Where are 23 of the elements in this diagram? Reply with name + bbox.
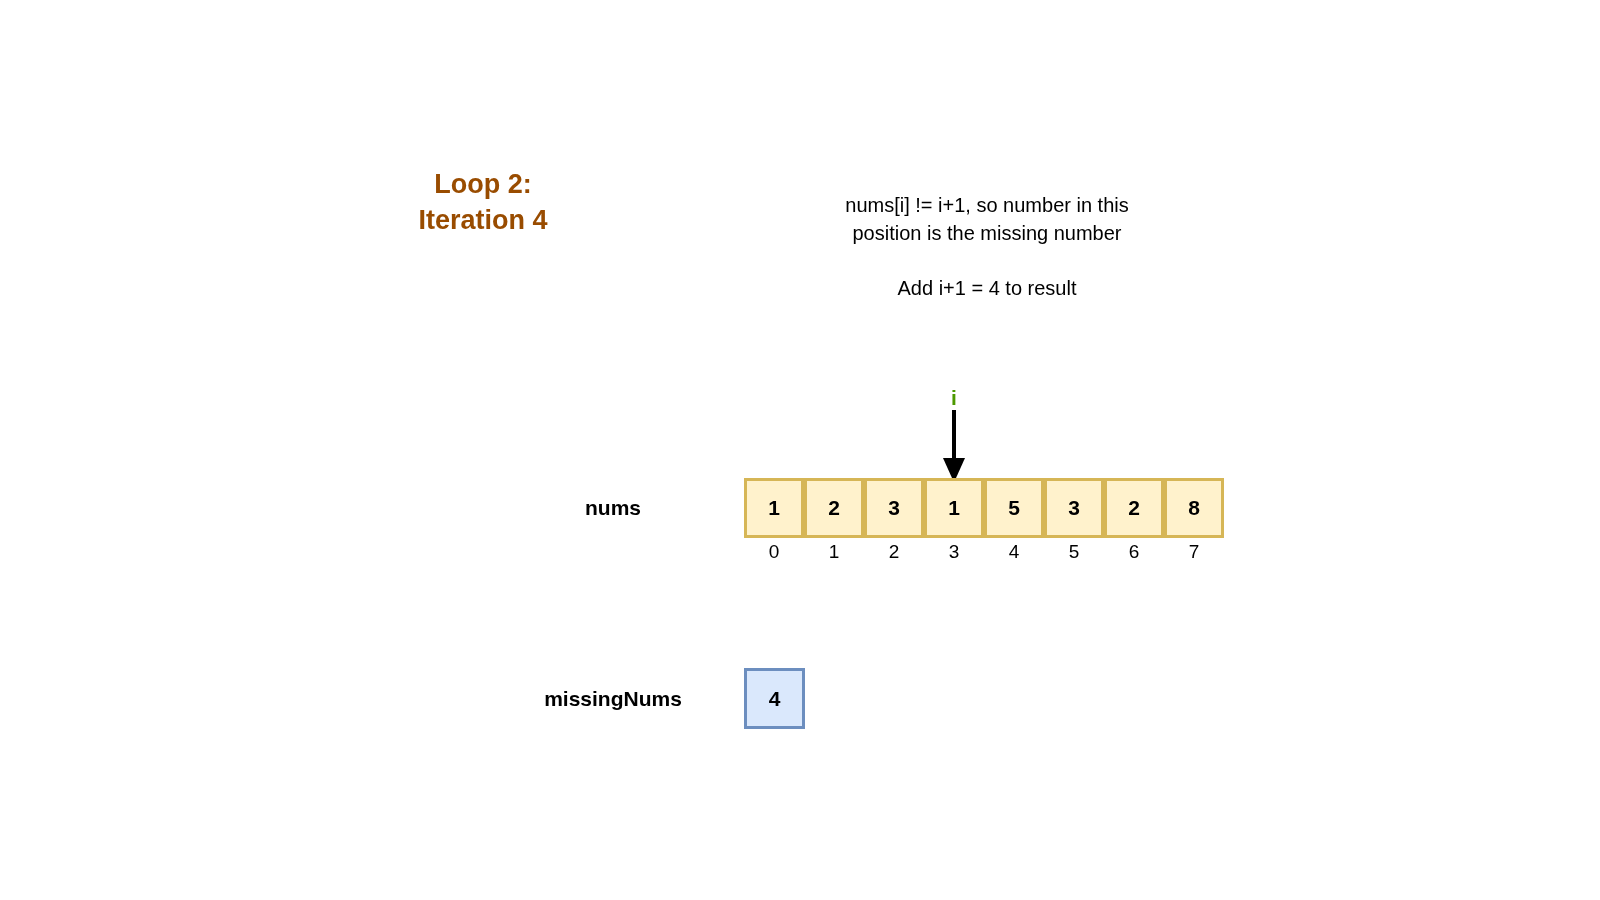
array-cell: 8 (1164, 478, 1224, 538)
array-cell: 2 (804, 478, 864, 538)
index-number: 2 (888, 540, 900, 564)
array-name-label: missingNums (544, 686, 682, 712)
index-number: 3 (948, 540, 960, 564)
index-number: 0 (768, 540, 780, 564)
array-name-label: nums (585, 495, 641, 521)
array-cell: 1 (744, 478, 804, 538)
array-cell: 3 (1044, 478, 1104, 538)
array-cell: 3 (864, 478, 924, 538)
index-number: 1 (828, 540, 840, 564)
note-text: Add i+1 = 4 to result (896, 276, 1078, 301)
index-number: 5 (1068, 540, 1080, 564)
index-number: 4 (1008, 540, 1020, 564)
array-cell: 4 (744, 668, 805, 729)
index-number: 6 (1128, 540, 1140, 564)
title: Loop 2: Iteration 4 (417, 168, 549, 237)
array-cell: 1 (924, 478, 984, 538)
note-text: nums[i] != i+1, so number in this position is the missing number (844, 193, 1130, 246)
array-cell: 2 (1104, 478, 1164, 538)
array-cell: 5 (984, 478, 1044, 538)
index-number: 7 (1188, 540, 1200, 564)
pointer-variable-label: i (944, 386, 964, 410)
